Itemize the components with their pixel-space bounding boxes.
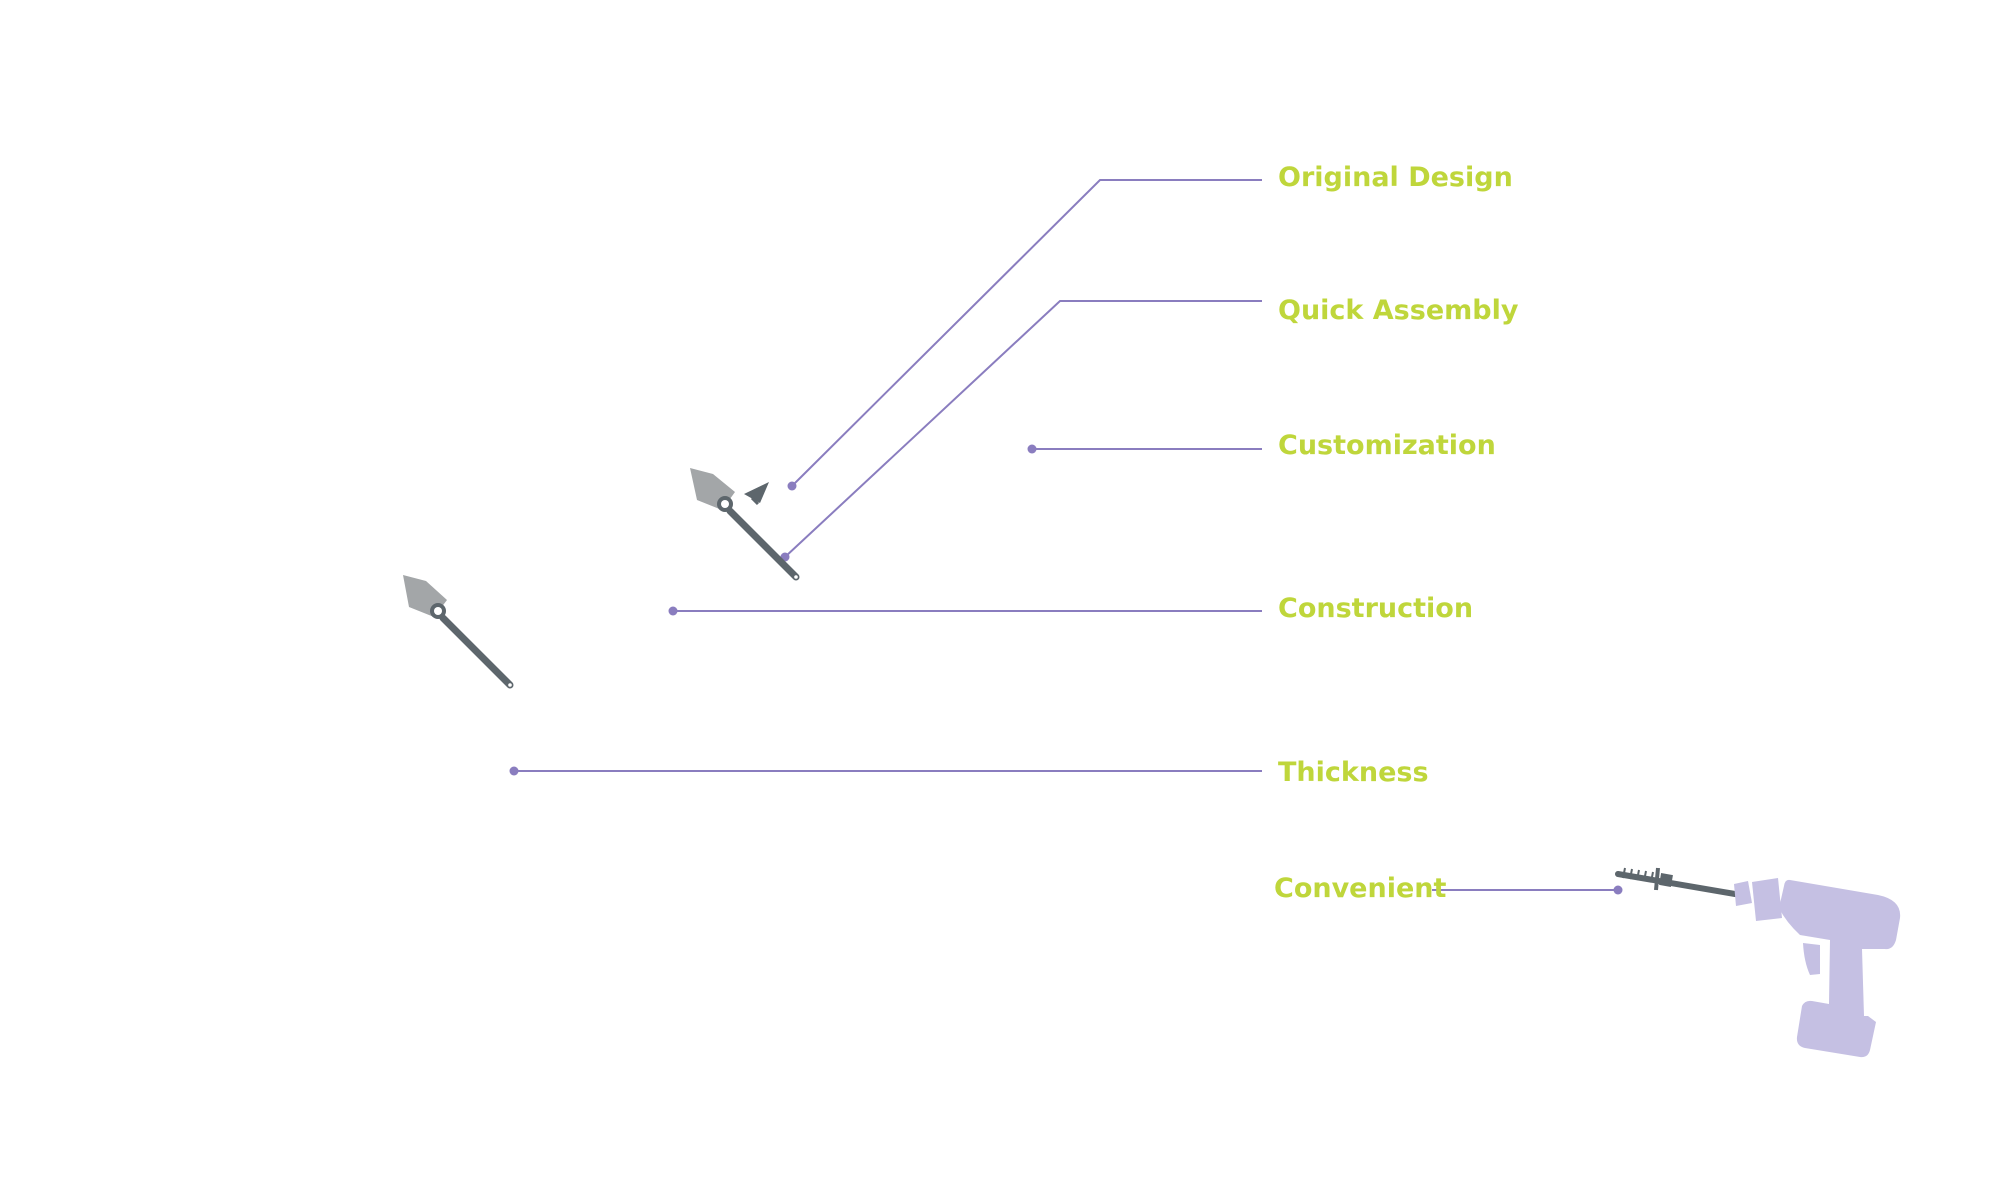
leader-convenient [1432,885,1623,895]
label-quick-assembly: Quick Assembly [1278,295,1519,326]
label-thickness: Thickness [1278,757,1429,788]
leader-customization [1027,444,1262,454]
tool-bit-icon [403,575,514,689]
label-construction: Construction [1278,593,1474,624]
label-customization: Customization [1278,430,1496,461]
label-original-design: Original Design [1278,162,1513,193]
tool-bit-icon [690,468,800,581]
leader-quick-assembly [780,300,1262,562]
drill-icon [1615,867,1901,1058]
leader-original-design [787,179,1262,491]
label-convenient: Convenient [1274,873,1447,904]
leader-thickness [509,766,1262,776]
leader-construction [668,606,1262,616]
cutter-tip-icon [744,482,769,506]
